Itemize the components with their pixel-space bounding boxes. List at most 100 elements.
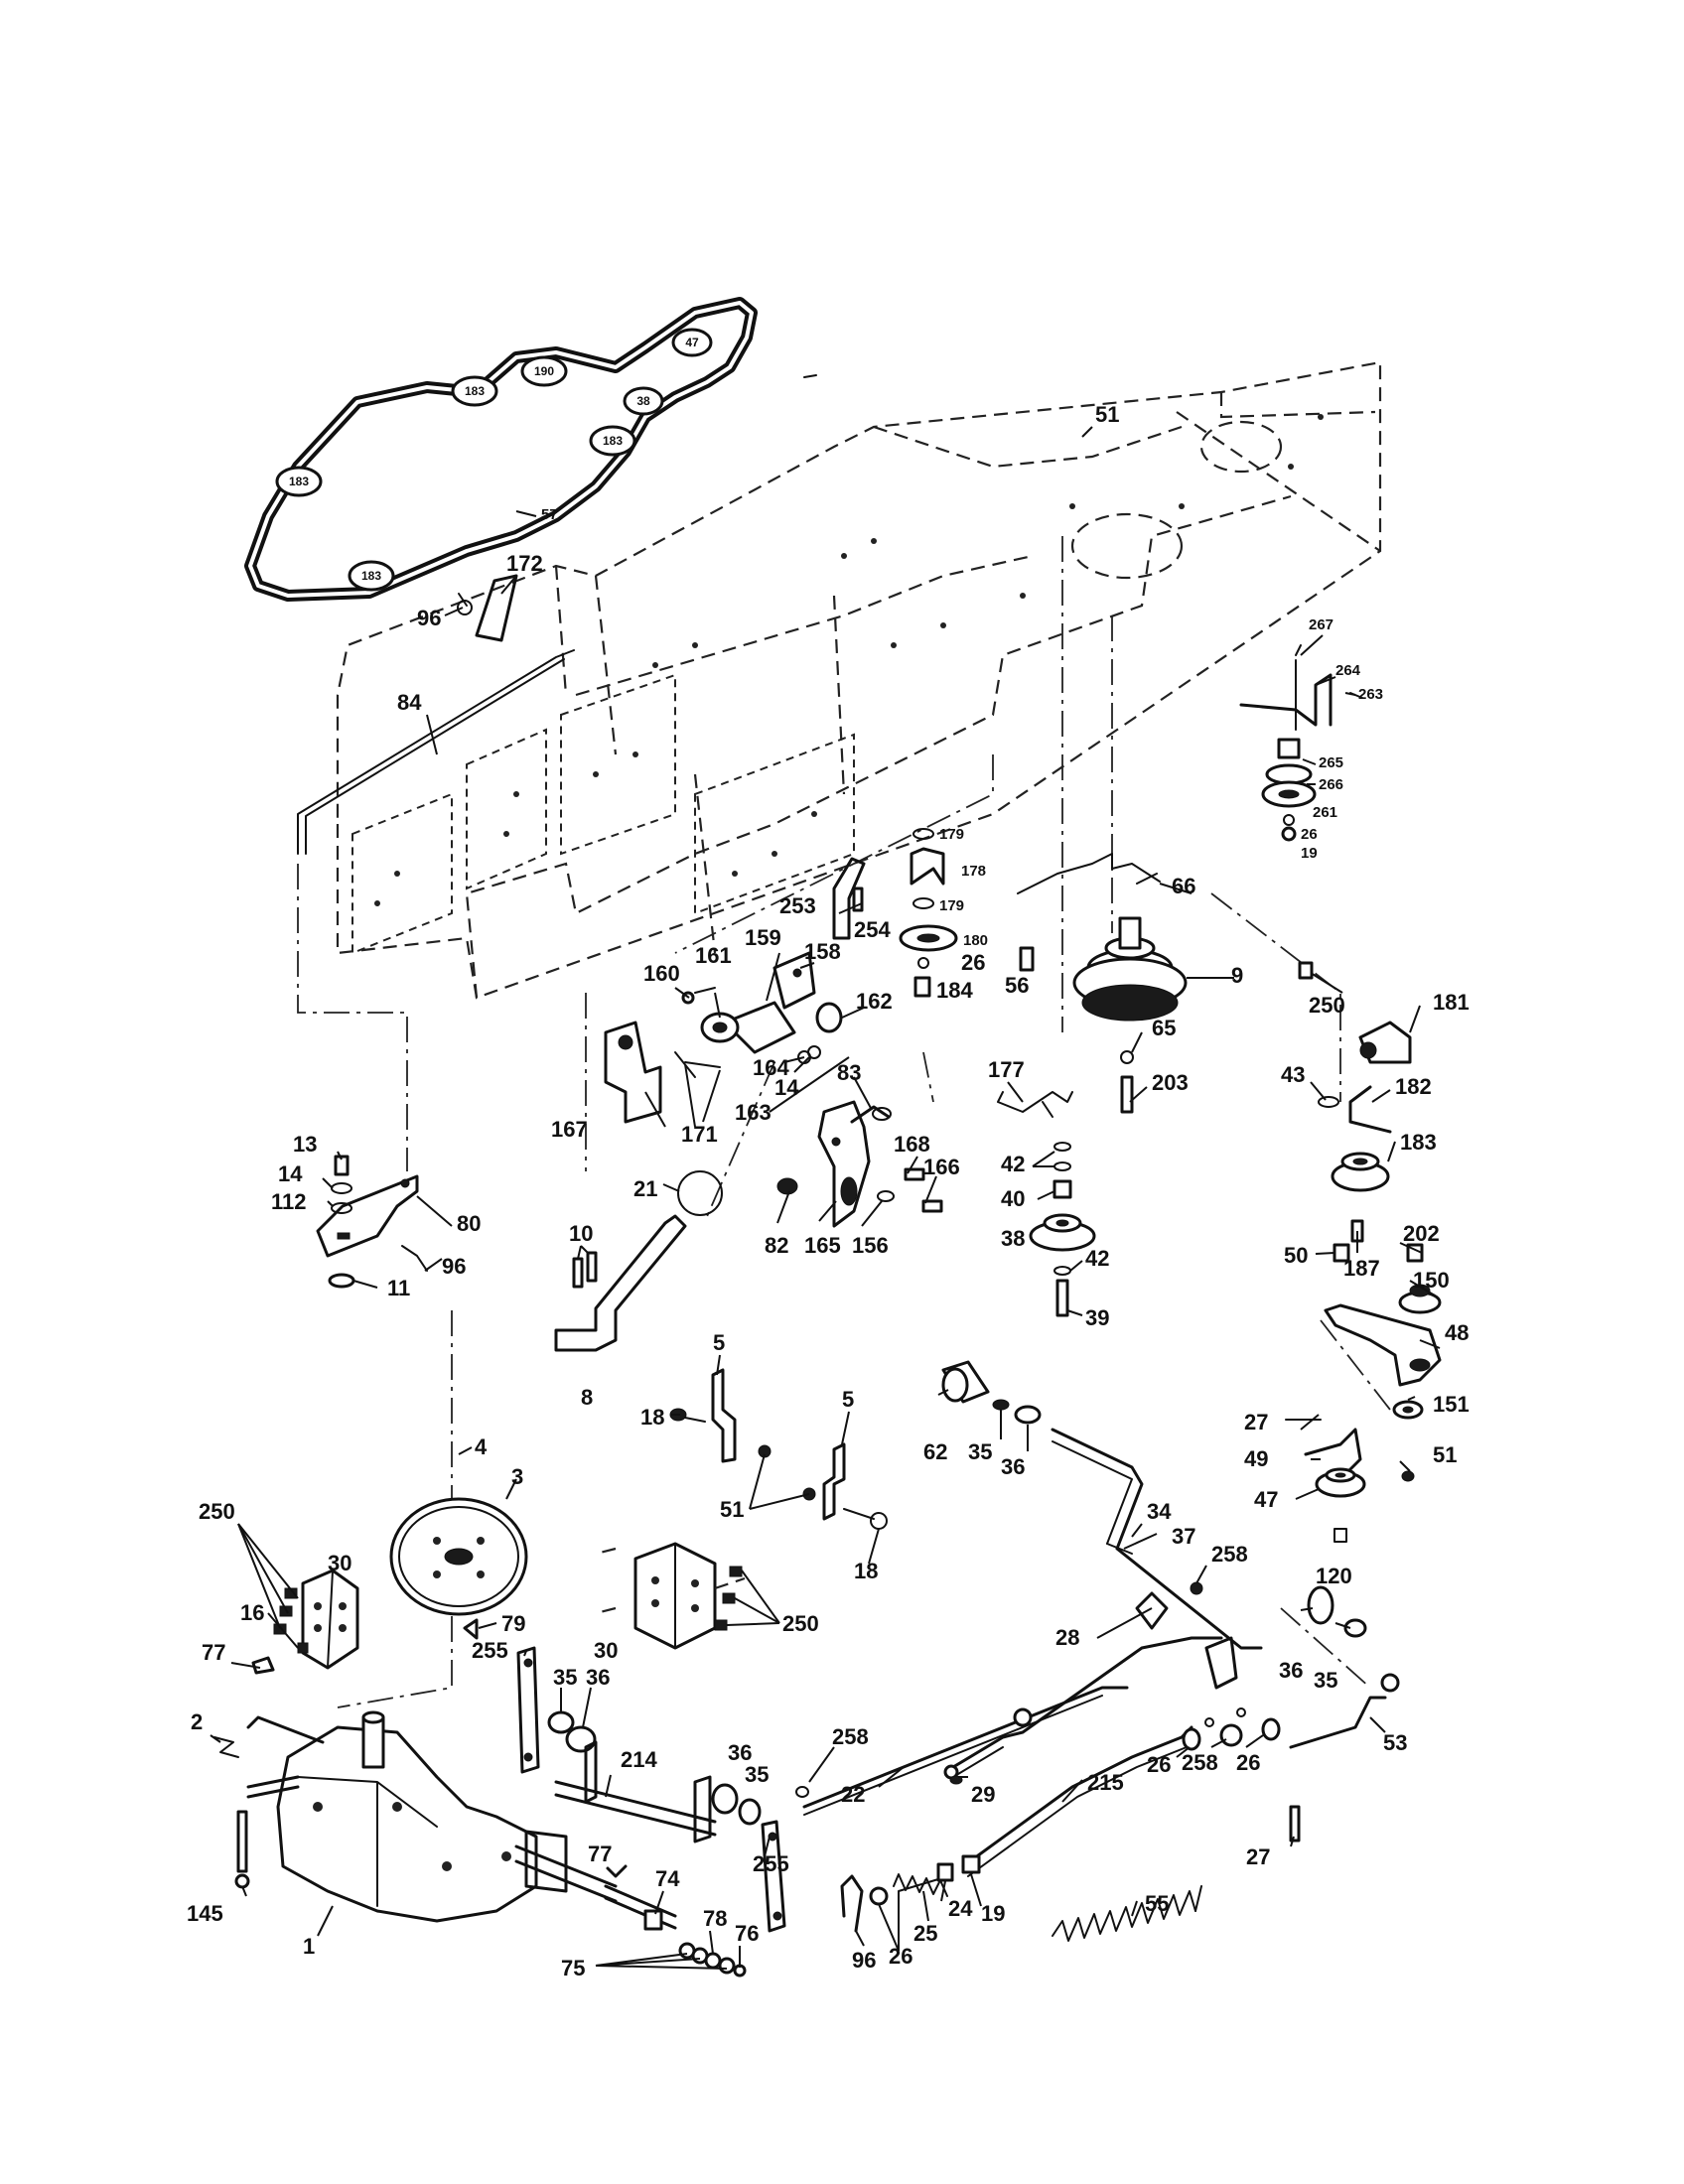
callout-255-right: 255 <box>753 1851 789 1876</box>
callout-9: 9 <box>1231 963 1243 988</box>
callout-37: 37 <box>1172 1524 1195 1549</box>
callout-34: 34 <box>1147 1499 1172 1524</box>
callout-168: 168 <box>894 1132 930 1157</box>
bracket-253 <box>832 857 866 940</box>
callout-36-top: 36 <box>1001 1454 1025 1479</box>
callout-180: 180 <box>963 932 988 949</box>
callout-57: 57 <box>541 506 558 523</box>
callout-16: 16 <box>240 1600 264 1625</box>
callout-171: 171 <box>681 1122 718 1147</box>
callout-24: 24 <box>948 1896 973 1921</box>
callout-13: 13 <box>293 1132 317 1157</box>
callout-39: 39 <box>1085 1305 1109 1330</box>
drive-belt: 183 190 47 38 183 183 183 <box>244 297 758 602</box>
callout-42-b: 42 <box>1085 1246 1109 1271</box>
callout-36-right: 36 <box>1279 1658 1303 1683</box>
callout-22: 22 <box>841 1782 865 1807</box>
callout-166: 166 <box>923 1155 960 1179</box>
callout-leaders <box>210 426 1441 1970</box>
callout-26-small: 26 <box>1301 826 1318 843</box>
assembly-leaders <box>297 536 1391 1708</box>
callout-258-right: 258 <box>1182 1750 1218 1775</box>
callout-77-left: 77 <box>202 1640 225 1665</box>
callout-56: 56 <box>1005 973 1029 998</box>
callout-96-bottom: 96 <box>852 1948 876 1973</box>
callout-51-center: 51 <box>720 1497 744 1522</box>
callout-18-a: 18 <box>640 1405 664 1430</box>
callout-3: 3 <box>511 1464 523 1489</box>
svg-text:38: 38 <box>636 394 650 408</box>
callout-250-top: 250 <box>1309 993 1345 1018</box>
callout-254: 254 <box>854 917 891 942</box>
stray-mark <box>803 374 817 378</box>
idler-stack-38 <box>997 1091 1096 1317</box>
callout-75: 75 <box>561 1956 585 1980</box>
callout-21: 21 <box>633 1176 657 1201</box>
callout-167: 167 <box>551 1117 588 1142</box>
engine-pulley-assembly <box>1017 853 1188 1114</box>
bracket-48-assembly <box>1285 1243 1442 1543</box>
belt-pulley-tag: 47 <box>671 328 713 357</box>
callout-35-center: 35 <box>553 1665 577 1690</box>
callout-2: 2 <box>191 1709 203 1734</box>
callout-178: 178 <box>961 863 986 880</box>
callout-202: 202 <box>1403 1221 1440 1246</box>
callout-150: 150 <box>1413 1268 1450 1293</box>
idler-bracket-178 <box>899 828 958 998</box>
callout-258-top: 258 <box>1211 1542 1248 1567</box>
bracket-80 <box>316 1155 428 1289</box>
callout-182: 182 <box>1395 1074 1432 1099</box>
callout-76: 76 <box>735 1921 759 1946</box>
callout-51-right: 51 <box>1433 1442 1457 1467</box>
belt-pulley-tag: 183 <box>275 466 323 497</box>
callout-26-mid: 26 <box>1147 1752 1171 1777</box>
callout-36-lower: 36 <box>728 1740 752 1765</box>
callout-163: 163 <box>735 1100 772 1125</box>
callout-66: 66 <box>1172 874 1195 898</box>
callout-203: 203 <box>1152 1070 1189 1095</box>
callout-82: 82 <box>765 1233 788 1258</box>
svg-text:47: 47 <box>685 336 699 349</box>
callout-27-top: 27 <box>1244 1410 1268 1434</box>
bracket-30-center <box>595 1542 746 1650</box>
svg-text:183: 183 <box>603 434 623 448</box>
callout-labels: 57 51 172 96 84 267 264 263 265 266 261 … <box>187 402 1470 1980</box>
callout-35-lower: 35 <box>745 1762 769 1787</box>
belt-pulley-tag: 190 <box>520 355 568 387</box>
callout-151: 151 <box>1433 1392 1470 1417</box>
svg-text:190: 190 <box>534 364 554 378</box>
callout-263: 263 <box>1358 686 1383 703</box>
callout-29: 29 <box>971 1782 995 1807</box>
callout-77-right: 77 <box>588 1842 612 1866</box>
callout-19-small: 19 <box>1301 845 1318 862</box>
callout-14: 14 <box>278 1161 303 1186</box>
callout-55: 55 <box>1145 1891 1169 1916</box>
callout-214: 214 <box>621 1747 657 1772</box>
svg-text:183: 183 <box>361 569 381 583</box>
axle-hardware <box>604 1864 747 1978</box>
callout-120: 120 <box>1316 1564 1352 1588</box>
control-rods <box>795 1636 1400 1877</box>
belt-pulley-tag: 183 <box>451 375 498 407</box>
svg-text:183: 183 <box>289 475 309 488</box>
transaxle <box>213 1656 618 1923</box>
shaft-214 <box>516 1646 786 1933</box>
belt-pulley-tag: 183 <box>348 560 395 592</box>
callout-26-bottom: 26 <box>889 1944 912 1969</box>
callout-181: 181 <box>1433 990 1470 1015</box>
callout-164: 164 <box>753 1055 789 1080</box>
callout-30-center: 30 <box>594 1638 618 1663</box>
bracket-30-left <box>273 1569 359 1670</box>
callout-162: 162 <box>856 989 893 1014</box>
spring-25 <box>840 1854 981 1933</box>
transmission-pulley-3 <box>389 1497 528 1640</box>
brackets-5 <box>669 1368 888 1530</box>
callout-160: 160 <box>643 961 680 986</box>
callout-161: 161 <box>695 943 732 968</box>
callout-53: 53 <box>1383 1730 1407 1755</box>
callout-179-b: 179 <box>939 897 964 914</box>
callout-51: 51 <box>1095 402 1119 427</box>
belt-pulley-tag: 183 <box>589 425 636 457</box>
callout-84: 84 <box>397 690 422 715</box>
callout-156: 156 <box>852 1233 889 1258</box>
